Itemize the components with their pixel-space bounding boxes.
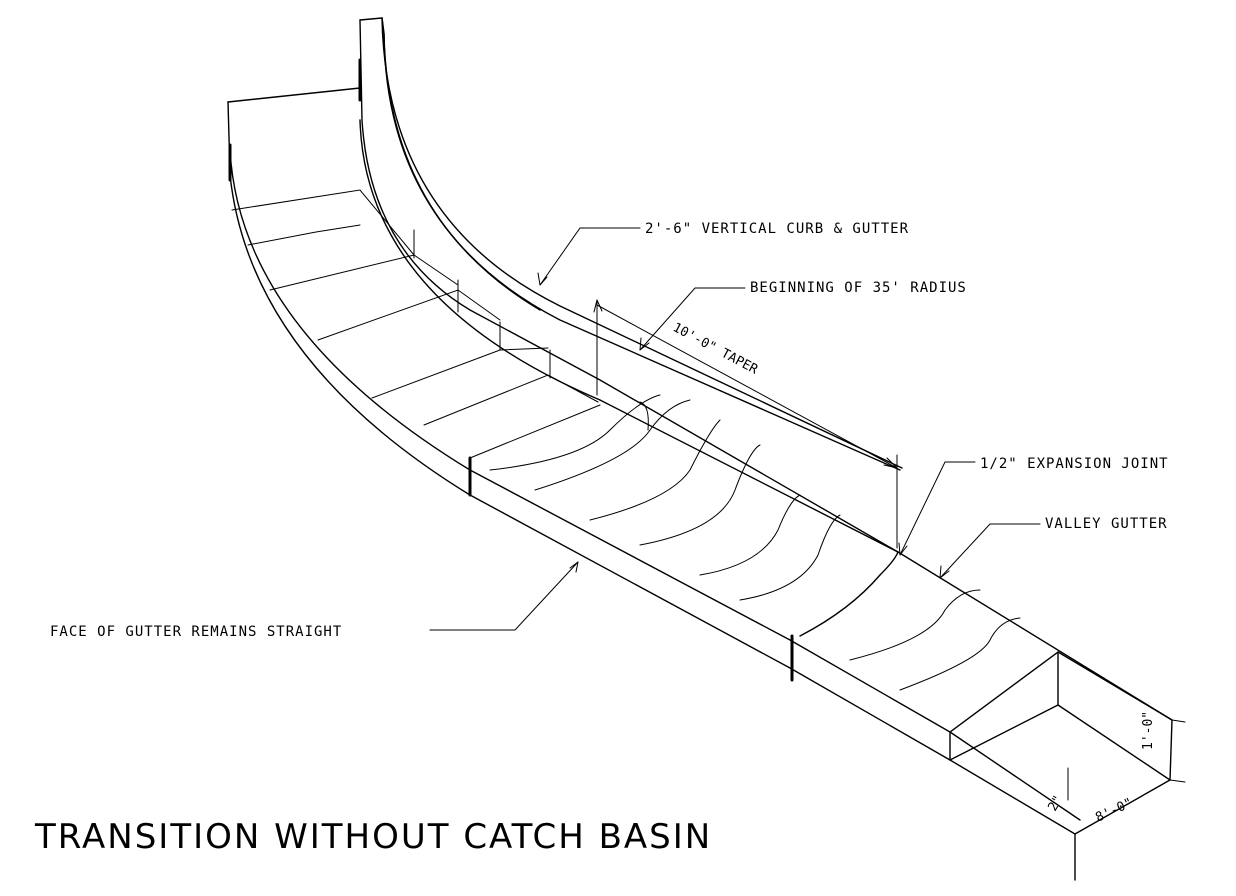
drawing-title: TRANSITION WITHOUT CATCH BASIN	[34, 817, 712, 857]
taper-dimension: 10'-0" TAPER	[593, 299, 898, 549]
valley-gutter-label: VALLEY GUTTER	[1045, 516, 1168, 532]
end-dimensions: 1'-0" 2" 8'-0"	[1045, 711, 1186, 826]
depth-right-label: 1'-0"	[1141, 711, 1156, 750]
beginning-radius-label: BEGINNING OF 35' RADIUS	[750, 280, 967, 296]
valley-gutter-curves	[489, 394, 1021, 691]
face-of-gutter-label: FACE OF GUTTER REMAINS STRAIGHT	[50, 624, 342, 640]
callout-leaders	[429, 227, 1041, 631]
callout-labels: 2'-6" VERTICAL CURB & GUTTER BEGINNING O…	[50, 221, 1169, 640]
width-dimension-label: 8'-0"	[1093, 795, 1135, 825]
curb-gutter-body	[227, 17, 1173, 881]
expansion-joint-label: 1/2" EXPANSION JOINT	[980, 456, 1169, 472]
depth-small-label: 2"	[1045, 793, 1066, 814]
vertical-curb-label: 2'-6" VERTICAL CURB & GUTTER	[645, 221, 909, 237]
gutter-section-lines	[231, 189, 601, 459]
